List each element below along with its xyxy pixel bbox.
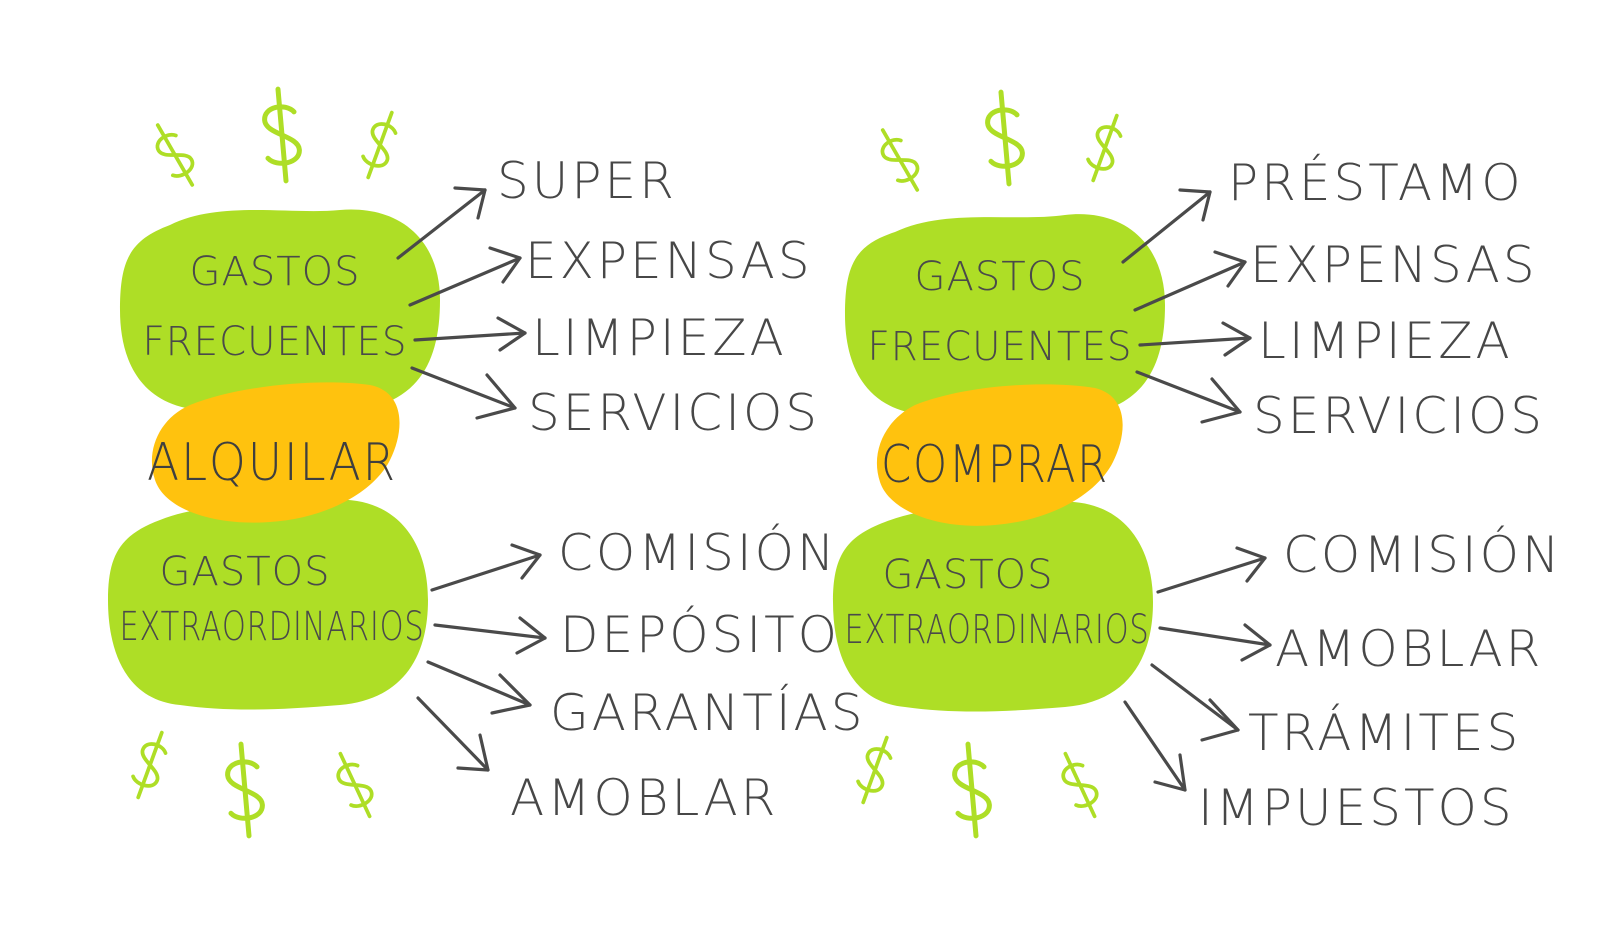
blob-label-frecuentes-line1: GASTOS bbox=[189, 249, 360, 295]
arrow bbox=[416, 696, 490, 772]
blob-label-extraordinarios-line1: GASTOS bbox=[159, 549, 330, 595]
blob-gastos-frecuentes bbox=[845, 214, 1165, 421]
arrow bbox=[408, 246, 522, 307]
center-label-comprar: COMPRAR bbox=[881, 435, 1109, 495]
dollar-sign-icon bbox=[952, 743, 992, 837]
blob-gastos-extraordinarios bbox=[833, 501, 1153, 712]
blob-gastos-frecuentes bbox=[120, 209, 440, 416]
blob-label-frecuentes-line1: GASTOS bbox=[914, 254, 1085, 300]
item-limpieza: LIMPIEZA bbox=[1258, 312, 1513, 370]
dollar-sign-icon bbox=[985, 91, 1025, 185]
dollar-sign-icon bbox=[125, 726, 175, 804]
arrow bbox=[1138, 321, 1252, 357]
item-expensas: EXPENSAS bbox=[1250, 236, 1538, 294]
item-deposito: DEPÓSITO bbox=[560, 605, 840, 664]
dollar-sign-icon bbox=[327, 746, 383, 824]
item-amoblar: AMOBLAR bbox=[510, 769, 778, 827]
arrow bbox=[1158, 623, 1272, 662]
item-tramites: TRÁMITES bbox=[1248, 703, 1521, 762]
arrow bbox=[430, 543, 542, 592]
arrow bbox=[1133, 250, 1247, 312]
blob-gastos-extraordinarios bbox=[108, 499, 428, 710]
arrow bbox=[1150, 663, 1240, 742]
blob-label-extraordinarios-line1: GASTOS bbox=[882, 552, 1053, 598]
arrow bbox=[433, 616, 547, 655]
item-super: SUPER bbox=[497, 152, 677, 210]
blob-label-extraordinarios-line2: EXTRAORDINARIOS bbox=[845, 607, 1150, 653]
dollar-sign-icon bbox=[145, 117, 205, 193]
arrow bbox=[426, 660, 532, 715]
arrow bbox=[413, 316, 527, 352]
dollar-sign-icon bbox=[225, 743, 265, 837]
dollar-sign-icon bbox=[1052, 746, 1108, 824]
dollar-sign-icon bbox=[870, 122, 930, 198]
dollar-sign-icon bbox=[850, 731, 900, 809]
blob-label-frecuentes-line2: FRECUENTES bbox=[868, 324, 1133, 370]
dollar-sign-icon bbox=[1080, 109, 1130, 187]
item-comision: COMISIÓN bbox=[558, 523, 837, 582]
item-impuestos: IMPUESTOS bbox=[1198, 779, 1515, 837]
blob-comprar bbox=[876, 384, 1123, 526]
arrow bbox=[410, 366, 517, 420]
item-garantias: GARANTÍAS bbox=[550, 683, 866, 742]
item-limpieza: LIMPIEZA bbox=[532, 309, 787, 367]
item-comision: COMISIÓN bbox=[1283, 525, 1562, 584]
blob-alquilar bbox=[151, 382, 400, 523]
dollar-sign-icon bbox=[355, 106, 405, 184]
arrow bbox=[1121, 188, 1212, 264]
arrow bbox=[1123, 700, 1187, 792]
center-label-alquilar: ALQUILAR bbox=[147, 433, 397, 493]
item-amoblar: AMOBLAR bbox=[1275, 620, 1543, 678]
blob-label-frecuentes-line2: FRECUENTES bbox=[143, 319, 408, 365]
panel-comprar: GASTOS FRECUENTES COMPRAR GASTOS EXTRAOR… bbox=[833, 91, 1562, 837]
arrow bbox=[396, 186, 487, 260]
arrow bbox=[1156, 546, 1267, 594]
dollar-sign-icon bbox=[262, 88, 302, 182]
item-servicios: SERVICIOS bbox=[528, 384, 820, 442]
item-servicios: SERVICIOS bbox=[1253, 387, 1545, 445]
arrow bbox=[1135, 370, 1242, 424]
panel-alquilar: GASTOS FRECUENTES ALQUILAR GASTOS EXTRAO… bbox=[108, 88, 866, 837]
item-expensas: EXPENSAS bbox=[525, 232, 813, 290]
blob-label-extraordinarios-line2: EXTRAORDINARIOS bbox=[120, 604, 425, 650]
item-prestamo: PRÉSTAMO bbox=[1228, 153, 1524, 212]
